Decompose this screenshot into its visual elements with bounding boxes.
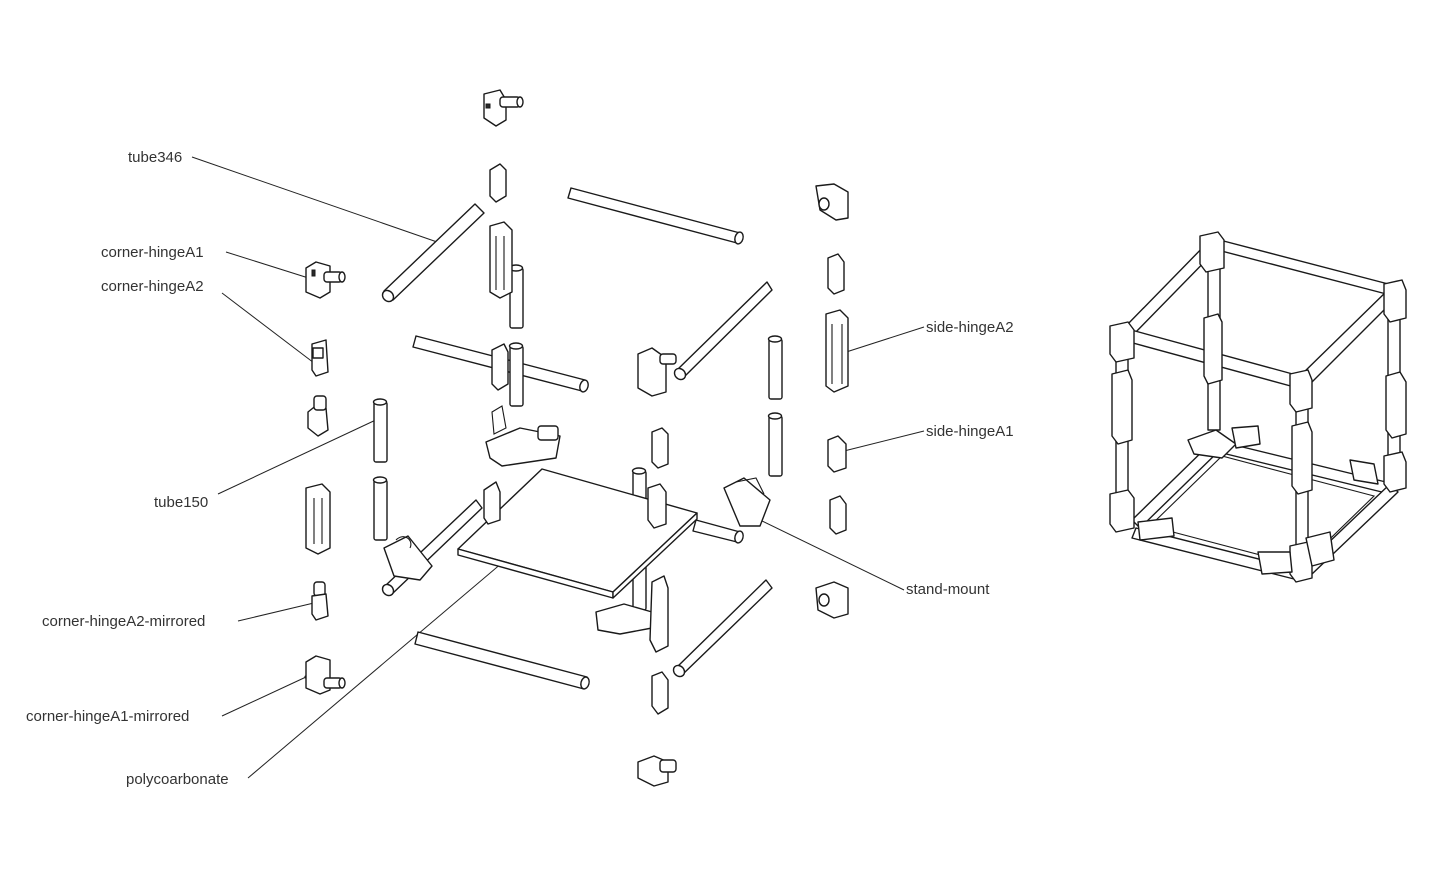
stand-mount-left bbox=[383, 535, 433, 581]
tube346-bottom-front bbox=[414, 631, 590, 690]
polycarbonate-plate bbox=[457, 468, 698, 599]
hinge-front-lower bbox=[651, 671, 669, 715]
hinge-parts bbox=[305, 89, 849, 787]
label-group: tube346 corner-hingeA1 corner-hingeA2 tu… bbox=[26, 149, 1014, 788]
label-tube346: tube346 bbox=[128, 149, 182, 166]
leader-lines bbox=[191, 156, 925, 779]
stand-mount-back bbox=[485, 405, 561, 467]
hinge-back-small-top bbox=[489, 163, 507, 203]
leader-corner-hingeA1-mirrored bbox=[221, 676, 307, 717]
hinge-back-middle bbox=[491, 343, 509, 391]
stand-mount-front bbox=[595, 575, 669, 653]
tube150-back-upper bbox=[508, 264, 524, 329]
label-side-hingeA2: side-hingeA2 bbox=[926, 319, 1014, 336]
label-corner-hingeA2: corner-hingeA2 bbox=[101, 278, 204, 295]
leader-stand-mount bbox=[759, 519, 905, 591]
leader-corner-hingeA2-mirrored bbox=[237, 601, 319, 622]
label-stand-mount: stand-mount bbox=[906, 581, 990, 598]
leader-corner-hingeA1 bbox=[225, 251, 319, 282]
corner-hinge-front-top bbox=[637, 347, 677, 397]
leader-tube346 bbox=[191, 156, 441, 244]
corner-hingeA1-mirrored-part bbox=[305, 655, 346, 695]
assembled-frame bbox=[1109, 231, 1407, 583]
tube346-bottom-back bbox=[692, 519, 744, 544]
corner-hingeA1-part bbox=[305, 261, 346, 299]
corner-hingeA2-part bbox=[311, 339, 329, 377]
tube150-left-lower bbox=[372, 476, 388, 541]
side-hinge-back-upper bbox=[489, 221, 513, 299]
tube346-upper-left bbox=[381, 203, 485, 303]
corner-hinge-right-top bbox=[815, 183, 849, 221]
hinge-front-small bbox=[651, 427, 669, 469]
hinge-left-upper-small bbox=[307, 395, 329, 437]
stand-mount-right bbox=[723, 477, 771, 527]
tube150-right-lower bbox=[767, 412, 783, 477]
tubes bbox=[372, 187, 783, 690]
corner-hingeA2-mirrored-part bbox=[311, 581, 329, 621]
side-hingeA1-part bbox=[827, 435, 847, 473]
corner-hinge-top bbox=[483, 89, 524, 127]
label-corner-hingeA1-mirrored: corner-hingeA1-mirrored bbox=[26, 708, 189, 725]
leader-tube150 bbox=[217, 417, 381, 495]
label-corner-hingeA2-mirrored: corner-hingeA2-mirrored bbox=[42, 613, 205, 630]
leader-corner-hingeA2 bbox=[221, 292, 319, 367]
tube346-top-back bbox=[567, 187, 744, 245]
label-corner-hingeA1: corner-hingeA1 bbox=[101, 244, 204, 261]
hinge-left-long bbox=[305, 483, 331, 555]
tube150-back-lower bbox=[508, 342, 524, 407]
tube346-lower-right bbox=[672, 579, 773, 678]
tube150-left-upper bbox=[372, 398, 388, 463]
hinge-back-lower bbox=[483, 481, 501, 525]
hinge-right-small-lower bbox=[829, 495, 847, 535]
hinge-front-mid bbox=[647, 483, 667, 529]
label-side-hingeA1: side-hingeA1 bbox=[926, 423, 1014, 440]
tube150-right-upper bbox=[767, 335, 783, 400]
label-polycarbonate: polycoarbonate bbox=[126, 771, 229, 788]
label-tube150: tube150 bbox=[154, 494, 208, 511]
leader-side-hingeA2 bbox=[839, 326, 925, 355]
leader-side-hingeA1 bbox=[839, 430, 925, 453]
corner-hinge-right-bottom bbox=[815, 581, 849, 619]
corner-hinge-front-bottom bbox=[637, 755, 677, 787]
side-hingeA2-part bbox=[825, 309, 849, 393]
tube346-upper-right bbox=[673, 281, 773, 381]
hinge-right-small-top bbox=[827, 253, 845, 295]
leader-polycarbonate bbox=[247, 534, 536, 779]
